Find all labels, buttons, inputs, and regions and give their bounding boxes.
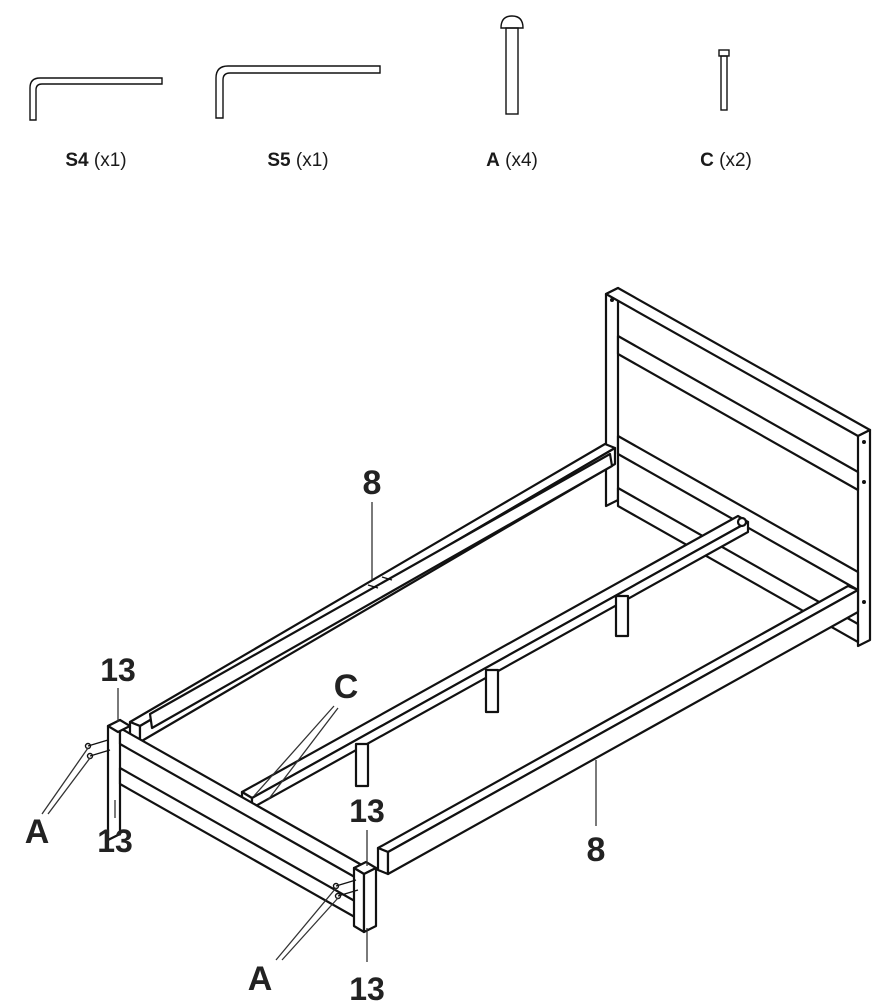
label-side-rail-back: 8 xyxy=(363,464,382,502)
long-bolt-icon xyxy=(500,15,524,115)
part-label-s5: S5 (x1) xyxy=(267,150,328,171)
center-rail xyxy=(240,514,750,810)
headboard xyxy=(604,286,872,648)
label-center-bolts-c: C xyxy=(334,668,359,706)
side-rail-front xyxy=(376,584,860,876)
label-footboard-top-right: 13 xyxy=(349,793,385,829)
short-bolt-icon xyxy=(718,49,730,111)
allen-key-short-icon xyxy=(29,77,163,121)
label-footboard-bottom-right: 13 xyxy=(349,971,385,1007)
label-side-rail-front: 8 xyxy=(587,831,606,869)
label-footboard-top-left: 13 xyxy=(100,652,136,688)
part-label-a: A (x4) xyxy=(486,150,538,171)
label-footboard-bottom-left: 13 xyxy=(97,823,133,859)
side-rail-back xyxy=(128,442,617,744)
footboard xyxy=(106,718,378,934)
leader-lines xyxy=(41,502,597,962)
allen-key-long-icon xyxy=(215,65,381,119)
bed-frame xyxy=(84,286,872,934)
label-bolts-a-right: A xyxy=(248,960,273,998)
part-label-s4: S4 (x1) xyxy=(65,150,126,171)
part-label-c: C (x2) xyxy=(700,150,752,171)
bolts-a-left xyxy=(84,739,111,760)
label-bolts-a-left: A xyxy=(25,813,50,851)
